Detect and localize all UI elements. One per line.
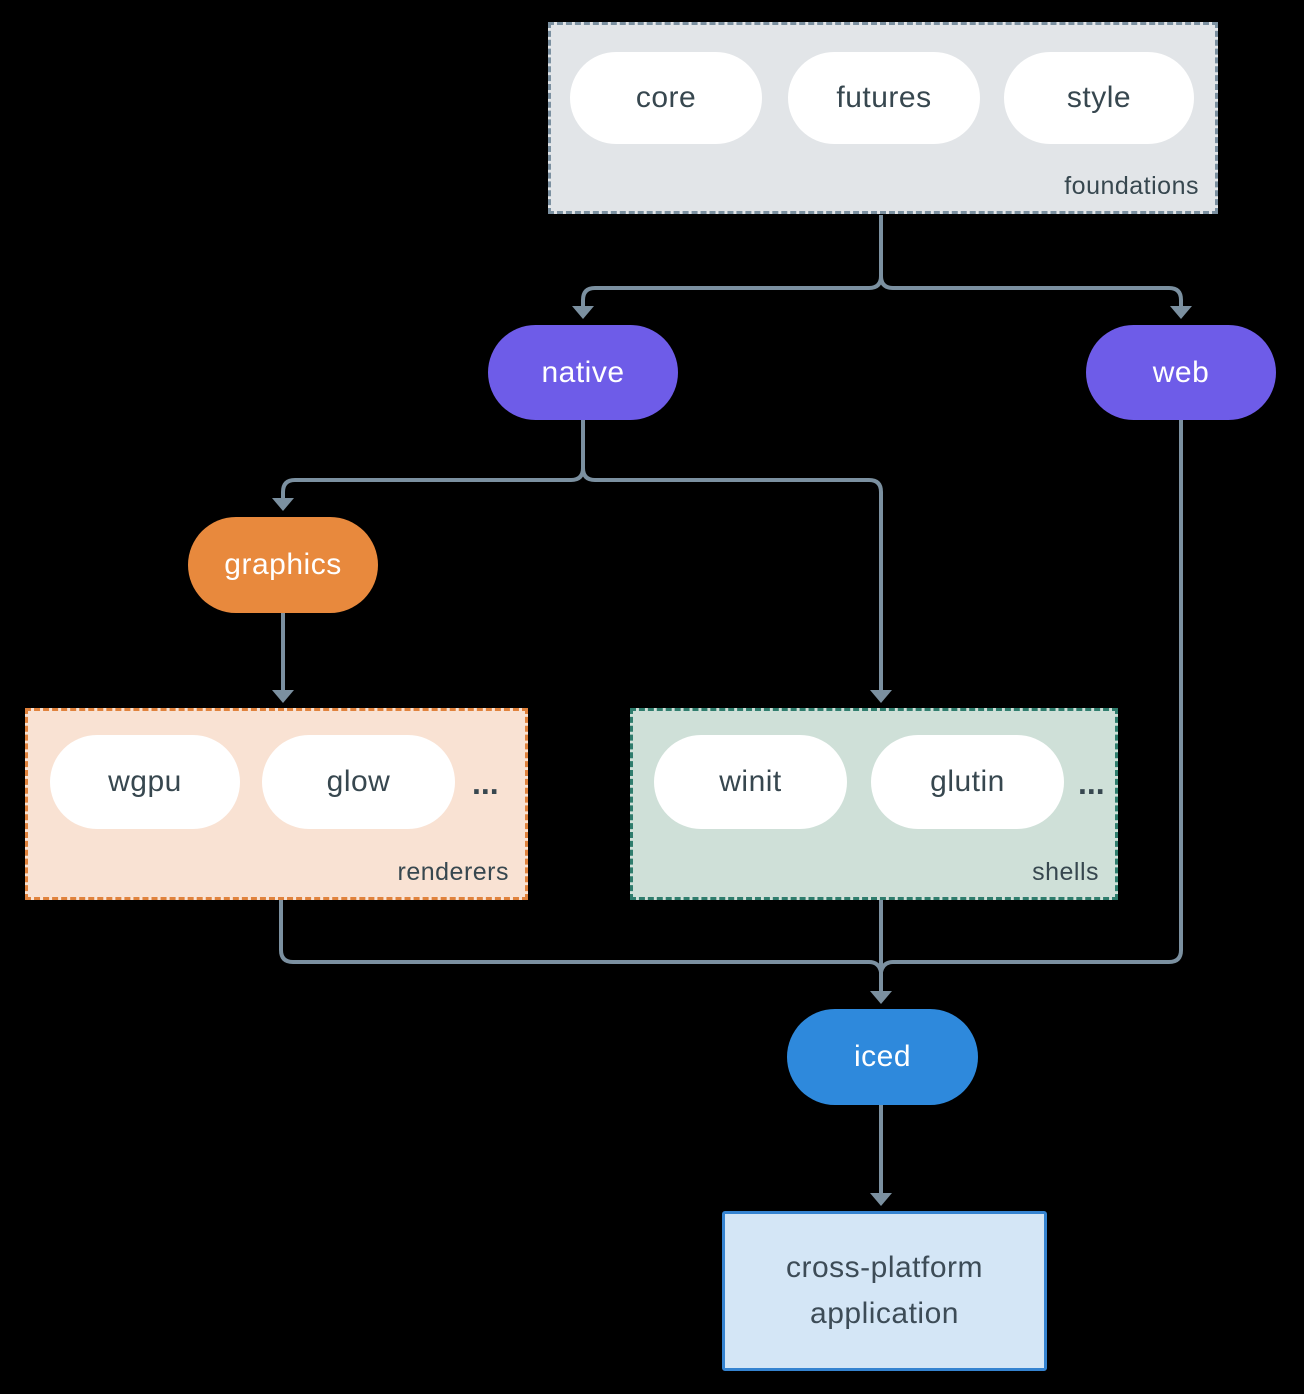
node-iced: iced: [787, 1009, 978, 1105]
renderers-ellipsis: ...: [472, 765, 499, 801]
arrowhead-web: [1170, 306, 1192, 319]
group-renderers-label: renderers: [397, 858, 509, 886]
node-web: web: [1086, 325, 1276, 420]
edge-renderers-iced: [279, 900, 883, 973]
pill-glow: glow: [262, 735, 455, 829]
arrowhead-shells: [870, 690, 892, 703]
edge-foundations-web: [879, 215, 1183, 307]
application-box: cross-platform application: [722, 1211, 1047, 1371]
arrowhead-native: [572, 306, 594, 319]
node-graphics: graphics: [188, 517, 378, 613]
node-native: native: [488, 325, 678, 420]
arrowhead-iced: [870, 991, 892, 1004]
arrowhead-application: [870, 1193, 892, 1206]
edge-foundations-native: [581, 215, 883, 307]
pill-wgpu: wgpu: [50, 735, 240, 829]
shells-ellipsis: ...: [1078, 765, 1105, 801]
edge-native-shells: [581, 420, 883, 691]
group-foundations-label: foundations: [1064, 172, 1199, 200]
arrowhead-renderers: [272, 690, 294, 703]
arrowhead-graphics: [272, 498, 294, 511]
pill-winit: winit: [654, 735, 847, 829]
pill-core: core: [570, 52, 762, 144]
application-label-line2: application: [810, 1297, 959, 1330]
edge-web-iced: [879, 420, 1183, 973]
edge-native-graphics: [281, 420, 585, 499]
application-label-line1: cross-platform: [785, 1250, 984, 1284]
pill-glutin: glutin: [871, 735, 1064, 829]
group-shells-label: shells: [1032, 858, 1099, 886]
pill-style: style: [1004, 52, 1194, 144]
pill-futures: futures: [788, 52, 980, 144]
